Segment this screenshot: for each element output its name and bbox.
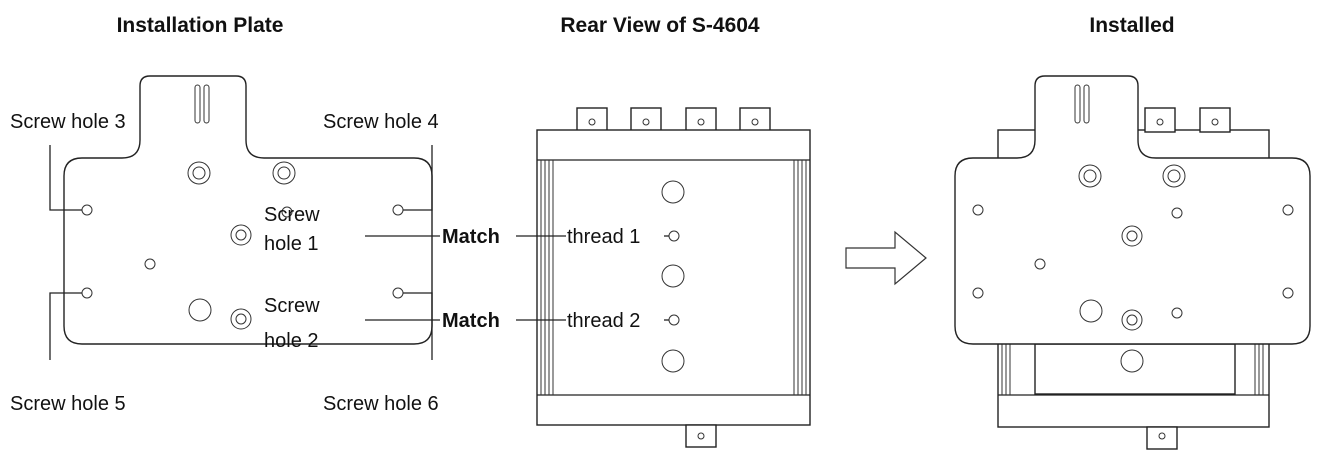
device-large-hole-2 — [661, 264, 685, 288]
plate-small-hole — [281, 206, 293, 218]
rear-view-device — [536, 107, 811, 448]
plate-outline — [63, 75, 433, 345]
screw-hole-1-label-line2: hole 1 — [264, 233, 319, 255]
right-arrow-icon — [845, 230, 927, 286]
installation-plate — [63, 75, 433, 345]
rear-view-title: Rear View of S-4604 — [560, 14, 760, 37]
screw-hole-2-label-line1: Screw — [264, 295, 320, 317]
plate-boss-top-right — [272, 161, 296, 185]
screw-hole-1-mark — [230, 224, 252, 246]
screw-hole-5-label: Screw hole 5 — [10, 393, 126, 415]
device-large-hole-3 — [661, 349, 685, 373]
installed-assembly — [954, 75, 1311, 450]
screw-hole-1-label-line1: Screw — [264, 204, 320, 226]
match-2-label: Match — [442, 310, 500, 332]
thread-1-label: thread 1 — [567, 226, 640, 248]
installed-lower-panel — [1034, 343, 1236, 395]
plate-leader-lines — [49, 145, 433, 360]
thread-2-label: thread 2 — [567, 310, 640, 332]
leader-hole-6 — [403, 292, 433, 360]
screw-hole-3-label: Screw hole 3 — [10, 111, 126, 133]
installed-title: Installed — [1089, 14, 1174, 37]
installed-plate-outline — [954, 75, 1311, 345]
device-side-stripes — [540, 160, 807, 395]
plate-boss-top-left — [187, 161, 211, 185]
screw-hole-2-label-line2: hole 2 — [264, 330, 319, 352]
leader-hole-5 — [49, 292, 82, 360]
screw-hole-6-label: Screw hole 6 — [323, 393, 439, 415]
plate-small-hole-left — [144, 258, 156, 270]
plate-slot-left — [194, 84, 201, 124]
plate-slot-right — [203, 84, 210, 124]
bottom-tab — [685, 424, 717, 448]
leader-hole-4 — [403, 145, 433, 211]
screw-hole-2-mark — [230, 308, 252, 330]
screw-hole-4-label: Screw hole 4 — [323, 111, 439, 133]
top-tabs — [576, 107, 771, 133]
plate-large-hole — [188, 298, 212, 322]
device-large-hole-1 — [661, 180, 685, 204]
match-1-label: Match — [442, 226, 500, 248]
installation-plate-title: Installation Plate — [117, 14, 284, 37]
leader-hole-3 — [49, 145, 82, 211]
device-body — [536, 129, 811, 426]
